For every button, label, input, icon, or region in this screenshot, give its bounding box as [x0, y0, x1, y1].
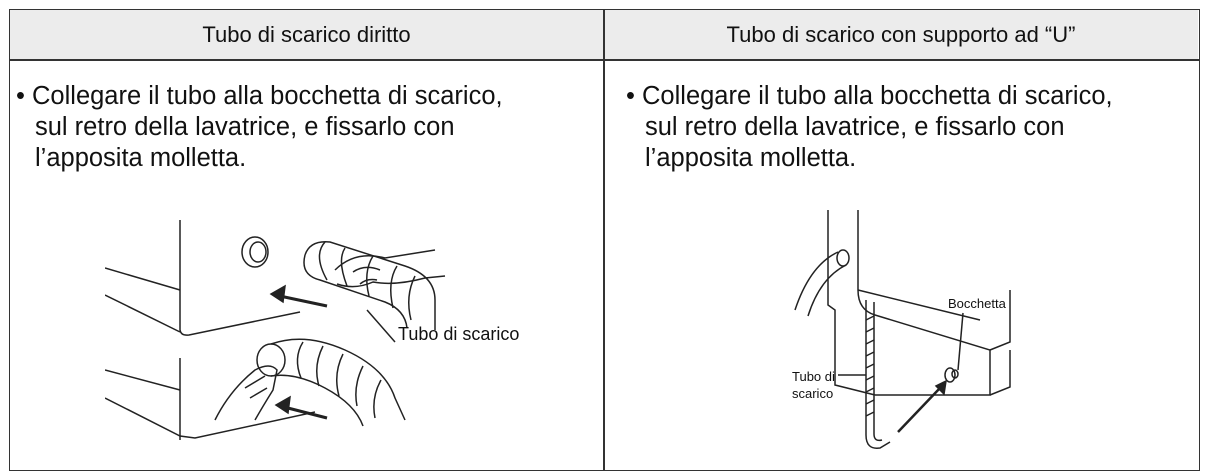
- callout-drain-hose-right-line2: scarico: [792, 386, 834, 401]
- column-divider: [603, 10, 605, 470]
- straight-hose-illustration: [105, 220, 446, 440]
- callout-drain-hose-right-line1: Tubo di: [792, 369, 835, 384]
- instruction-right-line2: sul retro della lavatrice, e fissarlo co…: [645, 113, 1065, 141]
- instruction-left-line2: sul retro della lavatrice, e fissarlo co…: [35, 113, 455, 141]
- header-divider: [10, 59, 1199, 61]
- instruction-left-line3: l’apposita molletta.: [35, 144, 247, 172]
- header-u-hose: Tubo di scarico con supporto ad “U”: [604, 10, 1198, 59]
- instruction-right: • Collegare il tubo alla bocchetta di sc…: [626, 81, 1113, 174]
- u-hose-illustration: [794, 210, 1011, 449]
- callout-outlet: Bocchetta: [948, 296, 1006, 311]
- instruction-table: Tubo di scarico diritto Tubo di scarico …: [9, 9, 1200, 471]
- header-straight-hose: Tubo di scarico diritto: [10, 10, 603, 59]
- instruction-right-line3: l’apposita molletta.: [645, 144, 857, 172]
- instruction-right-line1: • Collegare il tubo alla bocchetta di sc…: [626, 82, 1113, 110]
- instruction-left: • Collegare il tubo alla bocchetta di sc…: [16, 81, 503, 174]
- instruction-left-line1: • Collegare il tubo alla bocchetta di sc…: [16, 82, 503, 110]
- callout-drain-hose-left: Tubo di scarico: [398, 324, 520, 344]
